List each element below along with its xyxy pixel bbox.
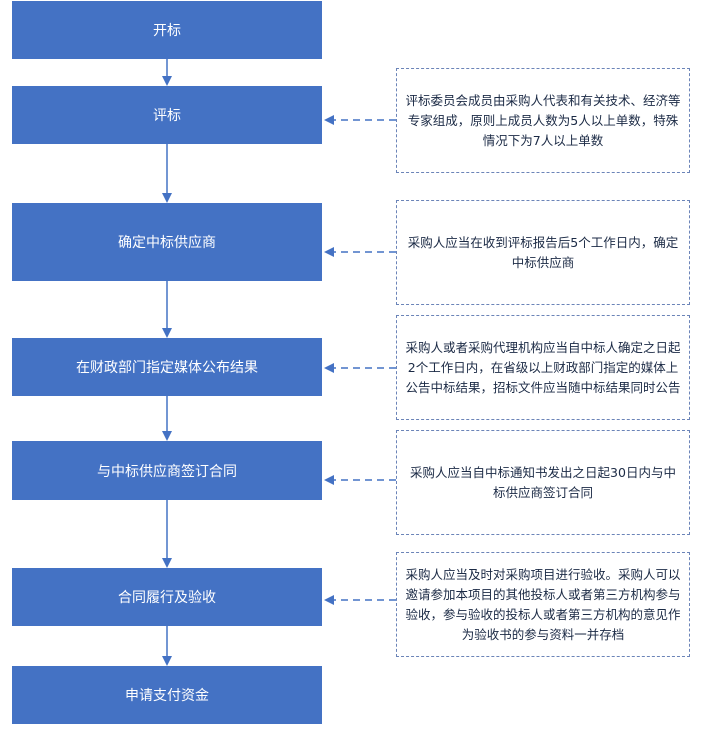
step-label: 开标 [153, 23, 181, 39]
step-label: 与中标供应商签订合同 [97, 463, 237, 480]
step-label: 在财政部门指定媒体公布结果 [76, 360, 258, 376]
step-contract-acceptance[interactable]: 合同履行及验收 [12, 568, 322, 626]
note-acceptance: 采购人应当及时对采购项目进行验收。采购人可以邀请参加本项目的其他投标人或者第三方… [396, 552, 690, 657]
step-label: 评标 [153, 108, 181, 124]
note-sign-contract: 采购人应当自中标通知书发出之日起30日内与中标供应商签订合同 [396, 430, 690, 535]
step-sign-contract[interactable]: 与中标供应商签订合同 [12, 441, 322, 500]
note-text: 采购人应当在收到评标报告后5个工作日内，确定中标供应商 [407, 234, 679, 270]
step-label: 确定中标供应商 [118, 235, 216, 251]
note-text: 采购人应当自中标通知书发出之日起30日内与中标供应商签订合同 [410, 464, 676, 500]
step-determine-supplier[interactable]: 确定中标供应商 [12, 203, 322, 281]
note-text: 采购人或者采购代理机构应当自中标人确定之日起2个工作日内，在省级以上财政部门指定… [405, 339, 681, 395]
note-text: 采购人应当及时对采购项目进行验收。采购人可以邀请参加本项目的其他投标人或者第三方… [405, 566, 681, 642]
note-determine-supplier: 采购人应当在收到评标报告后5个工作日内，确定中标供应商 [396, 200, 690, 305]
note-publish-result: 采购人或者采购代理机构应当自中标人确定之日起2个工作日内，在省级以上财政部门指定… [396, 315, 690, 420]
step-apply-payment[interactable]: 申请支付资金 [12, 666, 322, 724]
step-label: 合同履行及验收 [118, 590, 216, 606]
step-evaluate-bid[interactable]: 评标 [12, 86, 322, 144]
note-text: 评标委员会成员由采购人代表和有关技术、经济等专家组成，原则上成员人数为5人以上单… [405, 92, 681, 148]
step-open-bid[interactable]: 开标 [12, 1, 322, 59]
step-publish-result[interactable]: 在财政部门指定媒体公布结果 [12, 338, 322, 396]
step-label: 申请支付资金 [125, 688, 209, 704]
note-evaluation-committee: 评标委员会成员由采购人代表和有关技术、经济等专家组成，原则上成员人数为5人以上单… [396, 68, 690, 173]
